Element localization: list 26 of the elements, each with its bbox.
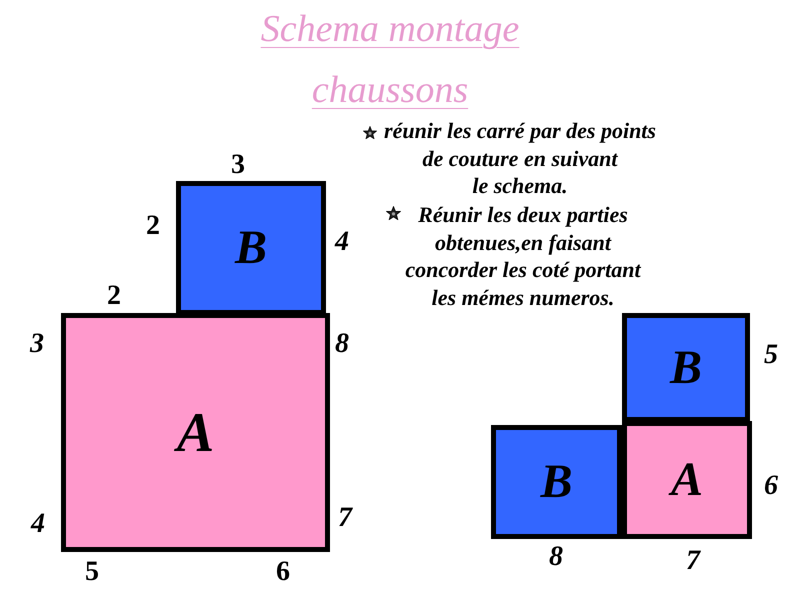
- edge-number: 8: [335, 330, 349, 358]
- fabric-square: [61, 313, 330, 552]
- edge-number: 5: [85, 558, 99, 586]
- edge-number: 3: [231, 151, 245, 179]
- edge-number: 2: [107, 282, 121, 310]
- edge-number: 4: [31, 510, 45, 538]
- fabric-square: [491, 425, 622, 539]
- piece-letter: B: [670, 344, 702, 392]
- edge-number: 7: [686, 547, 700, 575]
- piece-letter: A: [671, 456, 703, 504]
- title: Schema montage chaussons: [260, 7, 520, 113]
- edge-number: 6: [764, 472, 778, 500]
- fabric-square: [622, 313, 750, 422]
- piece-letter: B: [235, 224, 267, 272]
- piece-letter: B: [540, 458, 572, 506]
- edge-number: 7: [338, 504, 352, 532]
- fabric-square: [176, 181, 326, 315]
- edge-number: 3: [30, 330, 44, 358]
- piece-letter: A: [176, 404, 214, 460]
- edge-number: 2: [146, 212, 160, 240]
- edge-number: 5: [764, 341, 778, 369]
- instruction-text: Réunir les deux parties obtenues,en faisant concorder les coté portant les mémes numeros.: [405, 201, 641, 311]
- edge-number: 6: [276, 558, 290, 586]
- instruction-text: réunir les carré par des points de couture en suivant le schema.: [384, 117, 656, 200]
- edge-number: 4: [335, 228, 349, 256]
- edge-number: 8: [549, 543, 563, 571]
